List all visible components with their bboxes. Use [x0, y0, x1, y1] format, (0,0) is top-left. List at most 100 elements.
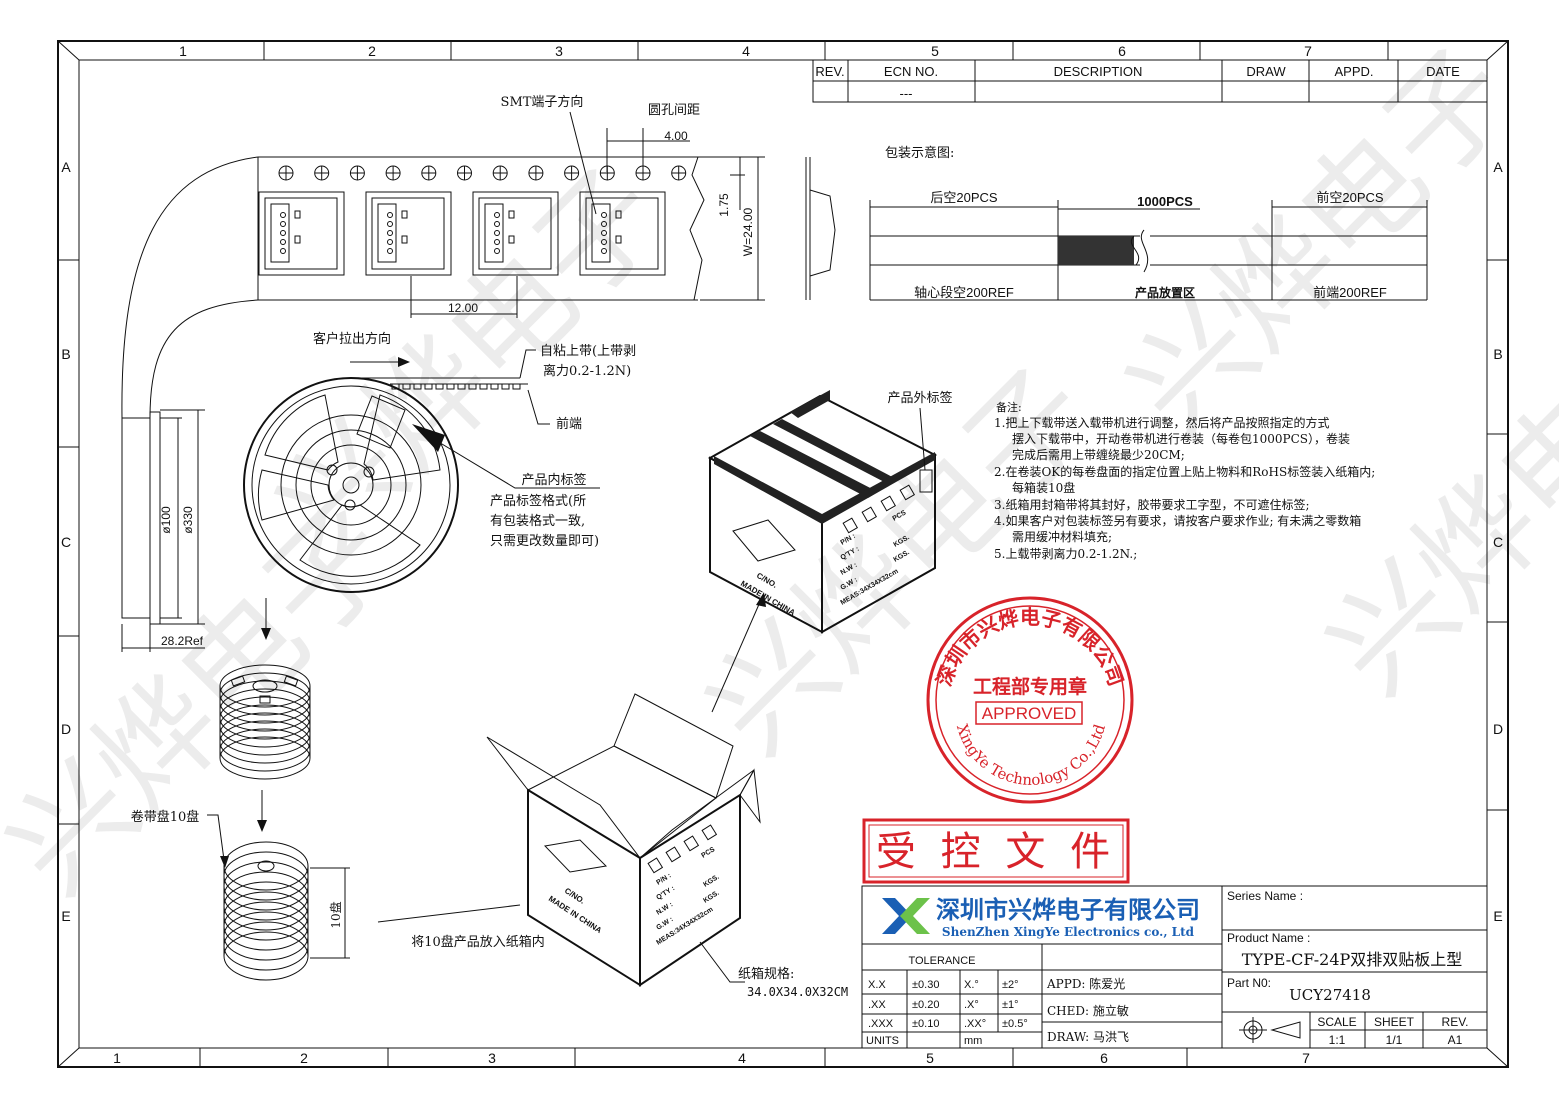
- tol-val-2: ±0.20: [912, 999, 939, 1011]
- open-box-field-gw: G.W :: [655, 916, 674, 932]
- company-name-en: ShenZhen XingYe Electronics co., Ltd: [942, 925, 1195, 939]
- open-box-unit-gw: KGS.: [702, 890, 720, 905]
- tape-pocket: [365, 191, 452, 276]
- zone-labels: 1 2 3 4 5 6 7 1 2 3 4 5 6 7 A B C D E A …: [61, 43, 1503, 1066]
- stacked-reel: [223, 871, 309, 921]
- handling-icon: [701, 824, 718, 841]
- zone-bottom-4: 4: [738, 1050, 746, 1066]
- reel-hub: [252, 679, 278, 693]
- company-name-cn: 深圳市兴烨电子有限公司: [936, 895, 1200, 924]
- cover-tape-label-2: 离力0.2-1.2N): [543, 363, 631, 379]
- note-line-3: 完成后需用上带缠绕最少20CM;: [1012, 447, 1185, 462]
- sprocket-hole: [421, 165, 437, 181]
- seal-english-text: XingYe Technology Co.,Ltd: [953, 722, 1109, 789]
- open-box-field-pn: P/N :: [655, 872, 672, 886]
- note-line-4: 2.在卷装OK的每卷盘面的指定位置上贴上物料和RoHS标签装入纸箱内;: [994, 464, 1375, 479]
- zone-top-5: 5: [931, 43, 939, 59]
- tape-width-dim: W=24.00: [741, 207, 755, 256]
- sheet-label: SHEET: [1374, 1015, 1415, 1029]
- stacked-reel: [223, 901, 309, 951]
- watermark-text: 兴烨电子: [1102, 23, 1540, 461]
- note-line-9: 5.上载带剥离力0.2-1.2N.;: [994, 546, 1137, 561]
- zone-left-B: B: [61, 346, 70, 362]
- zone-right-E: E: [1493, 908, 1502, 924]
- appd-header: APPD.: [1334, 64, 1373, 79]
- tol-akey-3: .XX°: [964, 1018, 986, 1030]
- sprocket-hole: [492, 165, 508, 181]
- stacked-reel: [223, 911, 309, 961]
- zone-bottom-3: 3: [488, 1050, 496, 1066]
- rev-label: REV.: [1442, 1015, 1469, 1029]
- front-end-empty-label: 前端200REF: [1313, 285, 1387, 300]
- tape-pocket: [579, 191, 666, 276]
- tape-segment: [413, 383, 422, 390]
- open-box-field-qty: Q'TY :: [655, 885, 676, 902]
- carton-size-label: 纸箱规格:: [738, 966, 794, 982]
- tape-pocket: [472, 191, 559, 276]
- sheet-value: 1/1: [1386, 1033, 1403, 1047]
- sprocket-hole: [564, 165, 580, 181]
- zone-left-A: A: [61, 159, 71, 175]
- leader-label: 前空20PCS: [1316, 190, 1384, 205]
- part-number-value: UCY27418: [1289, 986, 1371, 1004]
- zone-left-D: D: [61, 721, 71, 737]
- rev-header: REV.: [815, 64, 844, 79]
- carrier-tape-view: 4.00 圆孔间距 SMT端子方向 12.00 1.75 W=24.00 ø10…: [121, 94, 836, 652]
- tape-segment: [391, 383, 400, 390]
- sprocket-hole: [671, 165, 687, 181]
- checked-by: CHED: 施立敏: [1047, 1003, 1129, 1018]
- notes: 备注: 1.把上下载带送入载带机进行调整，然后将产品按照指定的方式 摆入下载带中…: [994, 400, 1375, 561]
- tape-segment: [512, 383, 521, 390]
- tape-segment: [490, 383, 499, 390]
- reel-front-view: 客户拉出方向 自粘上带(上带剥 离力0.2-1.2N) 前端 产品内标签 产品标…: [243, 331, 636, 640]
- core-empty-label: 轴心段空200REF: [914, 285, 1014, 300]
- reel-window: [259, 695, 271, 704]
- reel-window: [283, 675, 299, 687]
- sprocket-hole: [385, 165, 401, 181]
- tolerance-label: TOLERANCE: [908, 955, 975, 967]
- zone-right-C: C: [1493, 534, 1503, 550]
- part-number-label: Part N0:: [1227, 976, 1271, 990]
- note-line-1: 1.把上下载带送入载带机进行调整，然后将产品按照指定的方式: [994, 415, 1329, 430]
- tol-akey-1: X.°: [964, 979, 979, 991]
- zone-right-B: B: [1493, 346, 1502, 362]
- description-header: DESCRIPTION: [1054, 64, 1143, 79]
- inner-label-note-1: 产品标签格式(所: [490, 493, 586, 509]
- packaging-title: 包装示意图:: [885, 145, 954, 161]
- revision-table: REV. ECN NO. DESCRIPTION DRAW APPD. DATE…: [812, 59, 1488, 103]
- zone-left-C: C: [61, 534, 71, 550]
- hole-pitch-label: 圆孔间距: [648, 103, 700, 118]
- open-box-unit-nw: KGS.: [702, 874, 720, 889]
- handling-icon: [899, 484, 916, 501]
- stacked-reel: [223, 931, 309, 981]
- into-box-label: 将10盘产品放入纸箱内: [411, 934, 545, 950]
- open-box-field-nw: N.W :: [655, 901, 674, 916]
- tol-key-3: .XXX: [868, 1018, 894, 1030]
- approved-by: APPD: 陈爱光: [1046, 976, 1125, 991]
- projection-symbol-icon: [1239, 1017, 1301, 1043]
- company-logo: 深圳市兴烨电子有限公司 ShenZhen XingYe Electronics …: [882, 895, 1200, 939]
- note-line-8: 需用缓冲材料填充;: [1012, 529, 1112, 544]
- note-line-6: 3.纸箱用封箱带将其封好，胶带要求工字型，不可遮住标签;: [994, 497, 1310, 512]
- product-name-label: Product Name :: [1227, 931, 1310, 945]
- reel-stack-upper: [219, 664, 311, 832]
- trailer-label: 后空20PCS: [930, 190, 998, 205]
- stacked-reel: [223, 891, 309, 941]
- sprocket-hole: [349, 165, 365, 181]
- date-header: DATE: [1426, 64, 1460, 79]
- reel-outer-diameter: ø330: [181, 506, 195, 534]
- edge-distance-dim: 1.75: [717, 193, 731, 217]
- controlled-document-stamp: 受 控 文 件: [862, 818, 1130, 884]
- seal-dept-text: 工程部专用章: [973, 675, 1087, 698]
- scale-label: SCALE: [1317, 1015, 1356, 1029]
- tape-segment: [402, 383, 411, 390]
- handling-icon: [647, 857, 664, 874]
- series-name-label: Series Name :: [1227, 889, 1303, 903]
- stacked-reel: [223, 921, 309, 971]
- cover-tape-label-1: 自粘上带(上带剥: [540, 344, 636, 359]
- reel-thickness-dim: 28.2Ref: [161, 634, 204, 648]
- company-seal: 深圳市兴烨电子有限公司 XingYe Technology Co.,Ltd 工程…: [926, 596, 1134, 804]
- units-label: UNITS: [866, 1035, 899, 1047]
- tol-val-3: ±0.10: [912, 1018, 939, 1030]
